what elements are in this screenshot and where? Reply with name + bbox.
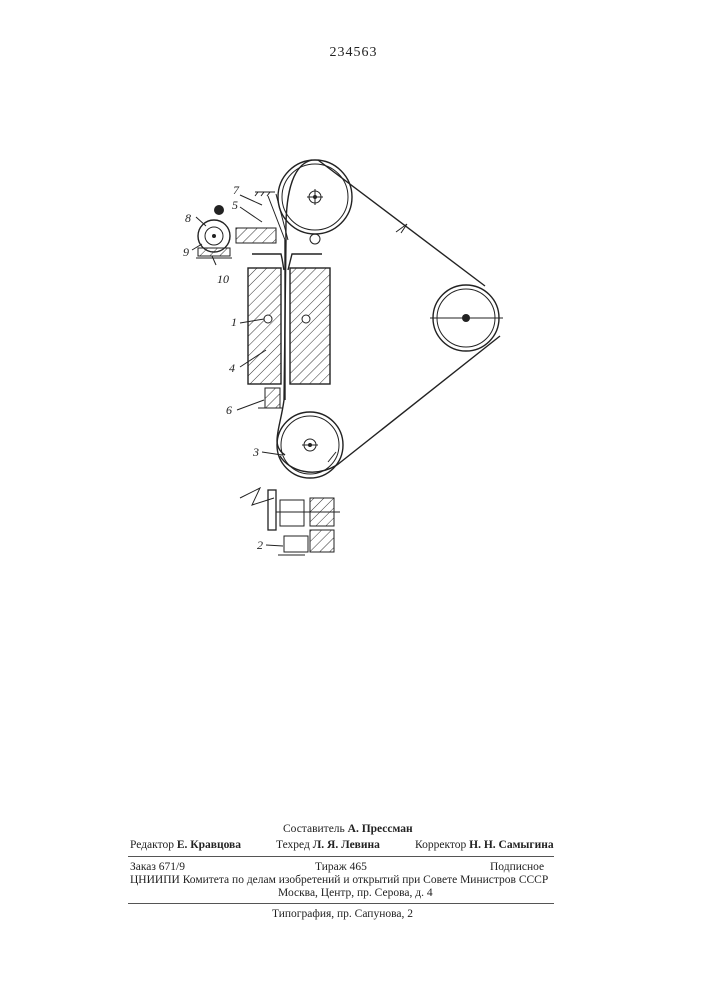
part-label-4: 4 [229, 361, 235, 375]
imprint-divider-top [128, 856, 554, 857]
support-6 [258, 388, 282, 408]
order-number: Заказ 671/9 [130, 860, 185, 874]
belt-direction-arrow [396, 224, 407, 233]
printing-house: Типография, пр. Сапунова, 2 [272, 907, 413, 921]
part-label-7: 7 [233, 183, 240, 197]
imprint-divider-bottom [128, 903, 554, 904]
part-label-9: 9 [183, 245, 189, 259]
technical-drawing: 7 5 8 9 10 1 4 6 3 2 [0, 0, 707, 720]
part-label-3: 3 [252, 445, 259, 459]
feed-funnel [236, 192, 322, 270]
editor-line: Редактор Е. Кравцова [130, 838, 241, 852]
part-label-6: 6 [226, 403, 232, 417]
top-roller [278, 160, 352, 234]
spool-assembly [196, 205, 232, 258]
circulation: Тираж 465 [315, 860, 367, 874]
part-label-8: 8 [185, 211, 191, 225]
address-line: Москва, Центр, пр. Серова, д. 4 [278, 886, 433, 900]
part-label-10: 10 [217, 272, 229, 286]
tech-editor-line: Техред Л. Я. Левина [276, 838, 380, 852]
compiler-line: Составитель А. Прессман [283, 822, 413, 836]
corrector-line: Корректор Н. Н. Самыгина [415, 838, 554, 852]
bottom-roller [277, 412, 343, 478]
part-label-1: 1 [231, 315, 237, 329]
subscription-note: Подписное [490, 860, 544, 874]
drive-assembly [240, 488, 340, 555]
institute-line: ЦНИИПИ Комитета по делам изобретений и о… [130, 873, 548, 887]
right-roller [430, 285, 503, 351]
part-label-2: 2 [257, 538, 263, 552]
part-label-5: 5 [232, 198, 238, 212]
